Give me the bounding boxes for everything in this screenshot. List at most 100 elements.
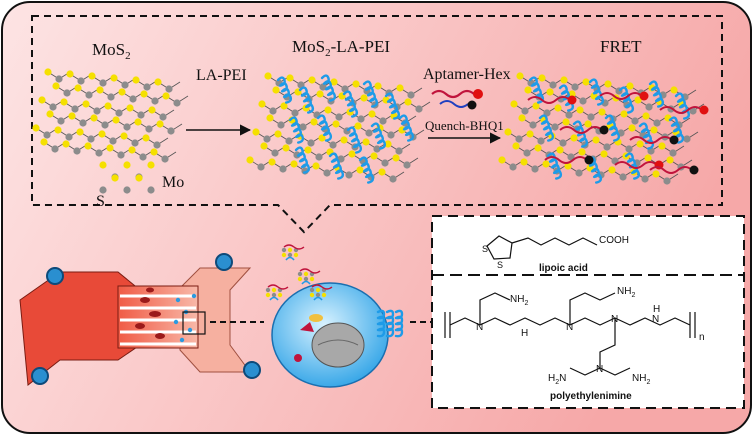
pei-nh2-1: NH2	[510, 294, 528, 307]
molybdenum-atom	[559, 139, 567, 147]
sulfur-atom	[374, 82, 382, 90]
molybdenum-atom	[173, 99, 181, 107]
sulfur-atom	[378, 168, 386, 176]
label-la-pei: LA-PEI	[196, 67, 247, 84]
sulfur-atom	[316, 90, 324, 98]
molybdenum-atom	[529, 121, 537, 129]
sulfur-atom	[620, 110, 628, 118]
pei-nh2-3: NH2	[632, 373, 650, 386]
pei-subscript-n: n	[699, 332, 705, 343]
molybdenum-atom	[129, 95, 137, 103]
sulfur-atom	[504, 128, 512, 136]
sulfur-atom	[304, 146, 312, 154]
sulfur-atom	[310, 118, 318, 126]
cluster-atom	[297, 271, 303, 277]
molybdenum-atom	[95, 149, 103, 157]
sulfur-atom	[348, 150, 356, 158]
molybdenum-atom	[63, 89, 71, 97]
sulfur-atom	[360, 94, 368, 102]
sulfur-atom	[32, 124, 40, 132]
molybdenum-atom	[73, 147, 81, 155]
aptamer-strand-icon	[431, 89, 475, 99]
molybdenum-atom	[645, 103, 653, 111]
sulfur-atom	[252, 128, 260, 136]
sulfur-atom	[368, 110, 376, 118]
sulfur-atom	[392, 154, 400, 162]
lipoic-acid-structure	[486, 235, 598, 260]
sulfur-atom	[260, 142, 268, 150]
sulfur-atom	[404, 98, 412, 106]
sulfur-atom	[148, 106, 156, 114]
molybdenum-atom	[395, 147, 403, 155]
mos2-lattice	[32, 68, 189, 163]
legend-s: S	[96, 193, 105, 210]
cluster-atom	[265, 287, 271, 293]
molybdenum-atom	[335, 113, 343, 121]
pei-n-1: N	[476, 322, 483, 333]
cell-icon	[271, 282, 389, 388]
fluorophore-dot	[699, 105, 709, 115]
molybdenum-atom	[551, 123, 559, 131]
sulfur-atom	[604, 80, 612, 88]
sulfur-atom	[642, 112, 650, 120]
sulfur-atom	[634, 96, 642, 104]
cluster-atom	[281, 252, 287, 258]
microfluidic-chip-icon	[19, 253, 261, 386]
molybdenum-atom	[389, 175, 397, 183]
sulfur-atom	[570, 134, 578, 142]
cluster-atom	[315, 292, 321, 298]
molybdenum-atom	[387, 131, 395, 139]
cluster-atom	[315, 287, 321, 293]
sulfur-atom	[534, 144, 542, 152]
sulfur-atom	[40, 138, 48, 146]
molybdenum-atom	[147, 186, 155, 194]
sulfur-atom	[132, 76, 140, 84]
molybdenum-atom	[161, 155, 169, 163]
sulfur-atom	[128, 146, 136, 154]
molybdenum-atom	[263, 135, 271, 143]
molybdenum-atom	[631, 117, 639, 125]
sulfur-atom	[576, 106, 584, 114]
sulfur-atom	[582, 78, 590, 86]
sulfur-atom	[554, 104, 562, 112]
molybdenum-atom	[565, 111, 573, 119]
molybdenum-atom	[407, 91, 415, 99]
sulfur-atom	[96, 86, 104, 94]
molybdenum-atom	[531, 165, 539, 173]
sulfur-atom	[666, 156, 674, 164]
sulfur-atom	[82, 100, 90, 108]
molybdenum-atom	[43, 131, 51, 139]
molybdenum-atom	[153, 141, 161, 149]
mo-s-legend-chain	[99, 161, 155, 194]
molybdenum-atom	[277, 121, 285, 129]
pei-n-4: N	[596, 364, 603, 375]
sulfur-atom	[84, 142, 92, 150]
sulfur-atom	[608, 166, 616, 174]
sulfur-atom	[556, 146, 564, 154]
sulfur-atom	[147, 161, 155, 169]
sulfur-atom	[266, 114, 274, 122]
sulfur-atom	[126, 104, 134, 112]
cluster-atom	[271, 287, 277, 293]
molybdenum-atom	[57, 117, 65, 125]
sulfur-atom	[370, 152, 378, 160]
quencher-dot	[669, 135, 679, 145]
sulfur-atom	[90, 114, 98, 122]
molybdenum-atom	[123, 186, 131, 194]
quencher-strand-icon	[439, 100, 469, 108]
molybdenum-atom	[85, 91, 93, 99]
fret-lattice	[498, 72, 705, 185]
cluster-atom	[277, 292, 283, 298]
sulfur-atom	[162, 92, 170, 100]
molybdenum-atom	[587, 113, 595, 121]
sulfur-atom	[384, 140, 392, 148]
molybdenum-atom	[379, 117, 387, 125]
sulfur-atom	[526, 130, 534, 138]
sulfur-atom	[658, 142, 666, 150]
molybdenum-atom	[567, 153, 575, 161]
sulfur-atom	[66, 70, 74, 78]
sulfur-atom	[644, 154, 652, 162]
sulfur-atom	[111, 174, 119, 182]
sulfur-atom	[308, 76, 316, 84]
cluster-atom	[303, 276, 309, 282]
